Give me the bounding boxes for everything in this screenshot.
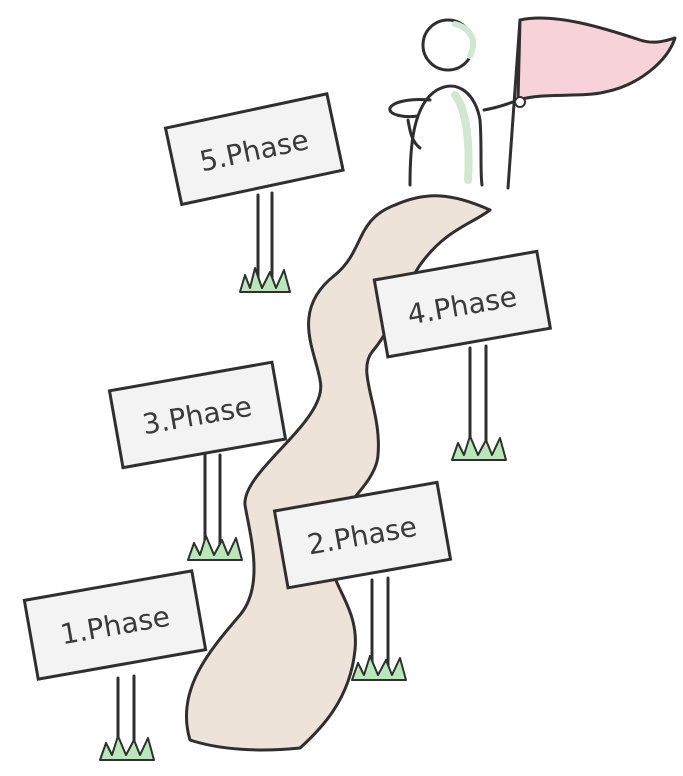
sign-phase-4: 4.Phase bbox=[374, 251, 550, 460]
person-icon bbox=[390, 20, 518, 185]
sign-phase-1: 1.Phase bbox=[24, 571, 205, 760]
sign-phase-5: 5.Phase bbox=[165, 94, 343, 292]
flag-icon bbox=[508, 18, 675, 188]
